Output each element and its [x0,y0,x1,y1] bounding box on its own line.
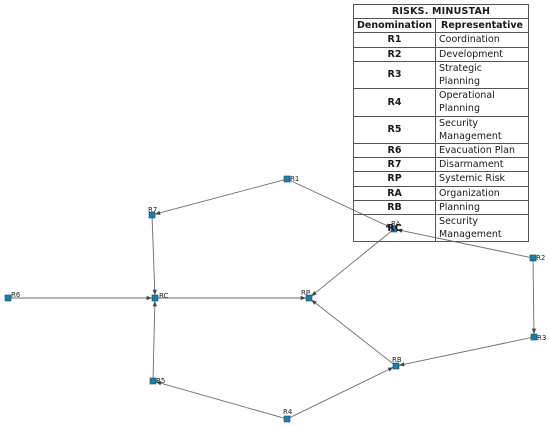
legend-desc: Development [435,46,529,62]
legend-header-desc: Representative [435,18,529,34]
legend-code: R6 [352,143,437,159]
legend-header-row: Denomination Representative [352,18,529,34]
legend-desc: Planning [435,199,529,216]
node-rp [305,294,313,302]
node-rb [392,362,400,370]
node-label-r3: R3 [537,334,546,342]
legend-desc: Coordination [435,32,529,48]
node-label-rb: RB [392,356,402,364]
node-label-rc: RC [159,292,169,300]
legend-title-row: RISKS. MINUSTAH [353,3,529,20]
edge-r3-to-rb [398,337,532,367]
edge-r5-to-rc [152,300,157,379]
legend-desc: Evacuation Plan [435,143,529,159]
node-label-r7: R7 [148,206,157,214]
node-r2 [529,254,537,262]
node-label-r2: R2 [536,254,545,262]
legend-code: R3 [352,60,437,90]
node-label-r1: R1 [290,175,299,183]
legend-code: RC [352,214,437,243]
edge-r1-to-r7 [154,179,285,215]
legend-code: RA [352,185,437,201]
legend-desc: Strategic Planning [435,60,529,90]
node-label-r6: R6 [11,291,21,299]
node-rc [151,294,159,302]
node-label-r4: R4 [283,408,293,416]
node-r6 [4,294,12,302]
edge-rb-to-rp [311,299,394,365]
legend-code: R2 [352,46,437,62]
node-r4 [283,415,291,423]
legend-code: RP [352,171,437,187]
legend-desc: Security Management [435,214,529,243]
risks-legend-table: RISKS. MINUSTAH Denomination Representat… [352,3,529,243]
edge-r2-to-r3 [531,260,537,335]
node-r7 [148,211,156,219]
legend-desc: Organization [435,185,529,201]
legend-desc: Security Management [435,115,529,145]
legend-desc: Disarmament [435,157,529,173]
legend-desc: Systemic Risk [435,171,529,187]
node-r1 [283,175,291,183]
legend-desc: Operational Planning [435,88,529,117]
legend-code: R1 [352,32,437,48]
legend-title: RISKS. MINUSTAH [353,3,529,20]
edge-r4-to-r5 [155,381,285,419]
legend-code: R7 [352,157,437,173]
legend-code: RB [352,199,437,216]
edge-r7-to-rc [151,217,157,296]
legend-code: R4 [352,88,437,117]
node-label-rp: RP [301,289,310,297]
legend-header-code: Denomination [352,18,437,34]
legend-code: R5 [352,115,437,145]
node-label-r5: R5 [156,377,165,385]
edge-r4-to-rb [289,367,394,419]
node-r3 [530,333,538,341]
node-r5 [149,377,157,385]
